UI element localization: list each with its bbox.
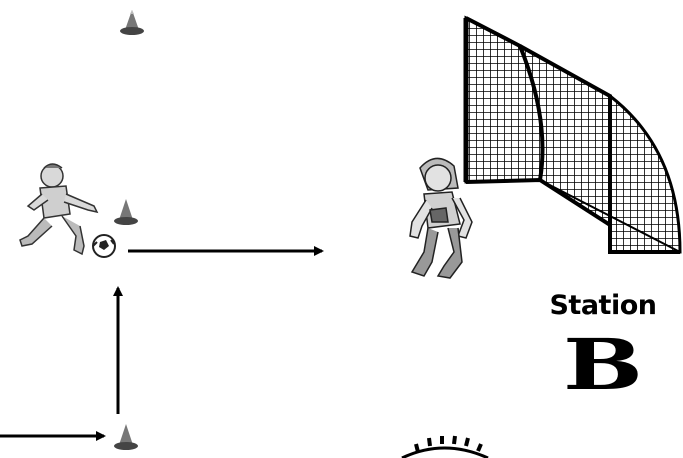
station-letter: B: [563, 323, 643, 406]
station-label: Station: [549, 290, 657, 321]
attacking-player: [19, 163, 99, 256]
cone-middle: [114, 199, 138, 225]
cone-bottom: [114, 424, 138, 450]
cone-top: [120, 10, 144, 35]
soccer-ball: [92, 234, 116, 258]
hurdle: [401, 435, 489, 458]
goal-net: [463, 15, 682, 254]
goalkeeper: [409, 157, 473, 279]
